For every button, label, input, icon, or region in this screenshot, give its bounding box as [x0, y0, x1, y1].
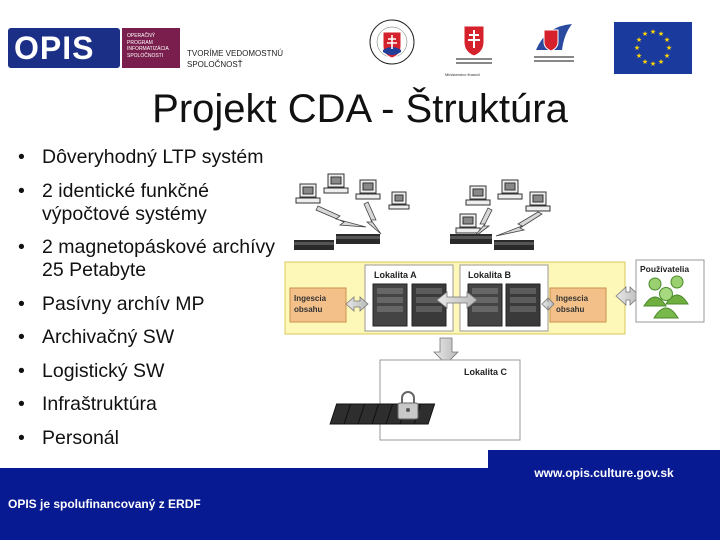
lokalita-c-box: [379, 359, 521, 441]
svg-text:★: ★: [666, 44, 672, 52]
slogan: TVORÍME VEDOMOSTNÚ SPOLOČNOSŤ: [187, 48, 327, 70]
bullet-list: Dôveryhodný LTP systém 2 identické funkč…: [18, 146, 278, 460]
logo-side-line: INFORMATIZÁCIA: [127, 46, 169, 52]
bullet-item: Personál: [18, 427, 278, 450]
architecture-diagram: Lokalita A Lokalita B Ingescia obsahu In…: [284, 173, 705, 441]
logo-side-line: OPERAČNÝ: [127, 33, 156, 39]
network-bolts: [315, 201, 543, 239]
bullet-item: 2 identické funkčné výpočtové systémy: [18, 180, 278, 226]
svg-text:★: ★: [650, 28, 656, 36]
bullet-item: 2 magnetopáskové archívy 25 Petabyte: [18, 236, 278, 282]
footer-band: [0, 468, 488, 540]
eu-stars-icon: ★★★ ★★★ ★★★ ★★★: [634, 28, 672, 68]
opis-logo: OPIS: [8, 28, 120, 68]
svg-text:★: ★: [636, 52, 642, 60]
ingest-left-box: [289, 287, 347, 323]
replication-arrow: [436, 291, 478, 309]
svg-text:★: ★: [642, 30, 648, 38]
bullet-item: Archivačný SW: [18, 326, 278, 349]
ingest-left-line: obsahu: [294, 305, 323, 314]
server-rack-a: [372, 283, 447, 327]
slogan-line: TVORÍME VEDOMOSTNÚ: [187, 49, 284, 58]
ingest-left-arrow: [345, 296, 369, 312]
eu-flag: ★★★ ★★★ ★★★ ★★★: [614, 22, 692, 74]
network-switches: [294, 234, 534, 250]
logos-caption: Ministerstvo financií: [445, 72, 481, 77]
opis-logo-side: OPERAČNÝ PROGRAM INFORMATIZÁCIA SPOLOČNO…: [122, 28, 180, 68]
footer-url[interactable]: www.opis.culture.gov.sk: [534, 466, 674, 480]
government-seal-icon: [369, 19, 415, 65]
ministry-finance-emblem-icon: [456, 25, 492, 64]
ingest-left-line: Ingescia: [294, 294, 327, 303]
logo-side-line: PROGRAM: [127, 39, 153, 46]
users-icon: [643, 275, 689, 319]
svg-text:★: ★: [658, 58, 664, 66]
lock-icon: [397, 391, 419, 420]
svg-text:★: ★: [664, 36, 670, 44]
client-computers: [295, 173, 551, 234]
ingest-right-arrow: [541, 297, 555, 311]
ingest-right-line: obsahu: [556, 305, 585, 314]
ministry-culture-emblem-icon: [534, 24, 574, 62]
bullet-item: Pasívny archív MP: [18, 293, 278, 316]
opis-logo-text: OPIS: [14, 30, 95, 66]
ingest-right-box: [549, 287, 607, 323]
archive-down-arrow: [433, 337, 459, 365]
slogan-line: SPOLOČNOSŤ: [187, 60, 243, 69]
svg-text:★: ★: [658, 30, 664, 38]
svg-text:★: ★: [650, 60, 656, 68]
svg-text:★: ★: [634, 44, 640, 52]
bullet-item: Dôveryhodný LTP systém: [18, 146, 278, 169]
lokalita-c-label: Lokalita C: [464, 367, 508, 377]
logo-side-line: SPOLOČNOSTI: [127, 52, 164, 59]
ingest-right-line: Ingescia: [556, 294, 589, 303]
slide-title: Projekt CDA - Štruktúra: [152, 87, 568, 131]
tape-archive-icon: [329, 403, 436, 425]
footer-band-right: [488, 450, 720, 540]
bullet-item: Logistický SW: [18, 360, 278, 383]
lokalita-a-label: Lokalita A: [374, 270, 417, 280]
svg-text:★: ★: [636, 36, 642, 44]
lokalita-b-label: Lokalita B: [468, 270, 512, 280]
server-rack-b: [467, 283, 541, 327]
svg-text:★: ★: [642, 58, 648, 66]
svg-text:★: ★: [664, 52, 670, 60]
users-label: Používatelia: [640, 264, 689, 274]
bullet-item: Infraštruktúra: [18, 393, 278, 416]
cofinanced-note: OPIS je spolufinancovaný z ERDF: [8, 497, 201, 511]
